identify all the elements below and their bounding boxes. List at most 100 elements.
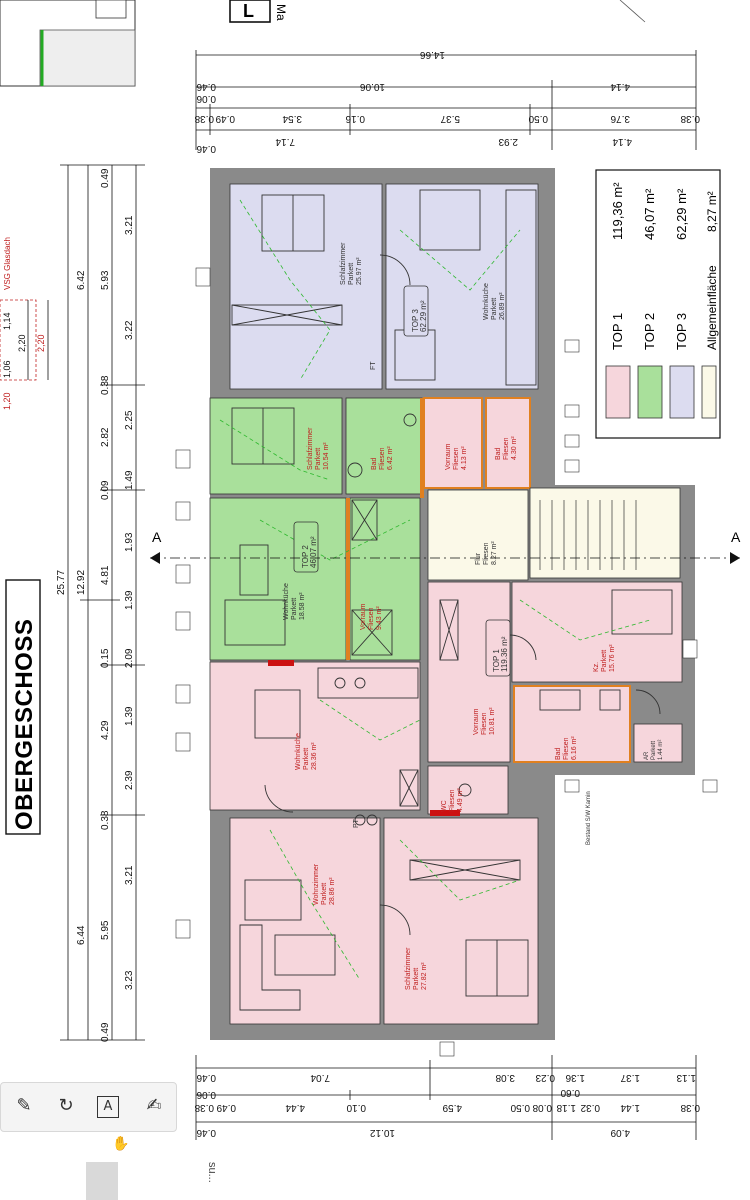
- label-wohn-top2: WohnkücheParkett18.58 m²: [283, 583, 306, 620]
- label-schlaf-top1: SchlafzimmerParkett27.82 m²: [405, 947, 428, 990]
- top-dim-row2-7: 0.38: [680, 113, 700, 124]
- top-dim-row1-b: 4.14: [610, 81, 630, 92]
- left-dim-row2-9: 3.21: [124, 865, 135, 885]
- bottom-dim-row3b: 0.06: [196, 1089, 216, 1100]
- top-dim-overall: 14.66: [420, 49, 445, 60]
- bottom-dim-row2-0: 0.38: [194, 1102, 214, 1113]
- bottom-dim-row3-0: 0.46: [196, 1127, 216, 1138]
- label-vorraum-top1: VorraumFliesen10.81 m²: [473, 707, 496, 735]
- bottom-dim-row2-3: 0.10: [346, 1102, 366, 1113]
- bottom-dim-row1-2: 3.08: [495, 1072, 515, 1083]
- bottom-dim-row1b: 0.60: [560, 1087, 580, 1098]
- label-bad-top3: BadFliesen4.30 m²: [495, 436, 518, 460]
- legend-swatch-allgemein: [701, 365, 717, 419]
- bottom-dim-row2-1: 0.49: [216, 1102, 236, 1113]
- left-dim-row2-1: 3.22: [124, 320, 135, 340]
- top-dim-row3-2: 4.14: [612, 136, 632, 147]
- left-dim-row2-0: 3.21: [124, 215, 135, 235]
- bottom-dim-row2-6: 0.08: [532, 1102, 552, 1113]
- room-schlafzimmer-top1: [383, 817, 539, 1025]
- annotation-toolbar: ✎ ↻ A ✍: [0, 1082, 177, 1132]
- top-dim-row2-5: 0.50: [528, 113, 548, 124]
- page-title: OBERGESCHOSS: [11, 619, 38, 830]
- label-vorraum-top2: VorraumFliesen9.43 m²: [360, 603, 383, 630]
- glass-dim-3: 1,06: [2, 360, 12, 378]
- legend-label-top1: TOP 1: [610, 313, 625, 350]
- left-dimension-lines: [60, 164, 145, 1041]
- glass-dim-2: 1,20: [2, 392, 12, 410]
- left-dim-row1-1: 5.93: [100, 270, 111, 290]
- section-mark-left: A: [152, 529, 162, 545]
- label-wohn-top3: WohnkücheParkett26.89 m²: [483, 283, 506, 320]
- label-pt: PT: [353, 818, 360, 828]
- left-dim-row2-7: 1.39: [124, 706, 135, 726]
- top-dim-row1b: 0.46: [196, 81, 216, 92]
- left-dim-row2-3: 1.49: [124, 470, 135, 490]
- room-wohnzimmer-top1: [229, 817, 381, 1025]
- top-dim-row2-4: 5.37: [440, 113, 460, 124]
- left-dim-half-top: 6.42: [76, 270, 87, 290]
- bottom-dim-row2-4: 4.59: [442, 1102, 462, 1113]
- room-vorraum-top2: [349, 497, 421, 661]
- bottom-dim-row2-5: 0.50: [510, 1102, 530, 1113]
- top-dim-row2-1: 0.49: [215, 113, 235, 124]
- room-wc: [427, 765, 509, 815]
- title-letter: L: [243, 1, 254, 21]
- glass-dim-4: 1,14: [2, 312, 12, 330]
- room-bad-top1: [513, 685, 631, 763]
- top2-badge: [293, 521, 319, 573]
- text-box-icon[interactable]: A: [97, 1096, 119, 1118]
- electrical-lines: [219, 199, 651, 981]
- legend-area-top2: 46,07 m²: [642, 188, 657, 240]
- label-ar: ARParkett1.44 m²: [644, 740, 664, 760]
- room-flur: [427, 489, 529, 581]
- legend-swatch-top1: [605, 365, 631, 419]
- lasso-icon[interactable]: ↻: [58, 1095, 74, 1116]
- legend-area-top1: 119,36 m²: [610, 182, 625, 240]
- bottom-dim-row2-10: 0.38: [680, 1102, 700, 1113]
- legend-swatch-top3: [669, 365, 695, 419]
- thumbnail-placeholder[interactable]: [86, 1162, 118, 1200]
- bottom-dim-row2-9: 1.44: [620, 1102, 640, 1113]
- section-line-a: [150, 552, 740, 564]
- top-dim-row1b-2: 0.06: [196, 93, 216, 104]
- section-mark-right: A: [731, 529, 741, 545]
- title-frame: [5, 579, 41, 835]
- left-dim-row2-8: 2.39: [124, 770, 135, 790]
- legend-area-allgemein: 8,27 m²: [705, 191, 719, 232]
- bottom-caption: su...: [206, 1162, 218, 1183]
- top-dim-row3b: 0.46: [196, 143, 216, 154]
- bottom-dim-row1-3: 0.23: [535, 1072, 555, 1083]
- left-dim-row1-4: 0.09: [100, 480, 111, 500]
- hand-icon[interactable]: ✋: [112, 1136, 130, 1152]
- badge-top3: TOP 362.29 m²: [411, 300, 428, 332]
- label-schlaf-top3: SchlafzimmerParkett25.97 m²: [340, 242, 363, 285]
- room-kz: [511, 581, 683, 683]
- bottom-dim-row1-0: 0.46: [196, 1072, 216, 1083]
- signature-icon[interactable]: ✍: [146, 1095, 162, 1116]
- label-kz: Kz.Parkett15.76 m²: [593, 644, 616, 672]
- glass-roof-dimensions: [0, 299, 49, 381]
- red-marker: [430, 810, 460, 816]
- left-dim-row1-2: 0.38: [100, 375, 111, 395]
- legend-label-top2: TOP 2: [642, 313, 657, 350]
- top-dim-row1-a: 10.06: [360, 81, 385, 92]
- label-schlaf-top2: SchlafzimmerParkett10.54 m²: [307, 427, 330, 470]
- room-stairwell: [529, 487, 681, 579]
- glass-dim-1: 2,20: [36, 334, 46, 352]
- top-dim-row3-0: 7.14: [275, 136, 295, 147]
- top-dim-row2-6: 3.76: [610, 113, 630, 124]
- label-wc: WCFliesen4.49 m²: [441, 788, 464, 812]
- red-marker: [268, 660, 294, 666]
- label-chimney: Bestand S/W Kamin: [586, 791, 592, 845]
- room-ar: [633, 723, 683, 763]
- left-dim-row1-10: 0.49: [100, 1022, 111, 1042]
- label-flur: FlurFliesen8.27 m²: [475, 541, 498, 565]
- legend-label-top3: TOP 3: [674, 313, 689, 350]
- room-bad-top3: [485, 397, 531, 489]
- bottom-dimension-lines: [195, 1055, 697, 1140]
- left-dim-row2-10: 3.23: [124, 970, 135, 990]
- left-dim-row2-5: 1.39: [124, 590, 135, 610]
- pen-icon[interactable]: ✎: [16, 1095, 32, 1116]
